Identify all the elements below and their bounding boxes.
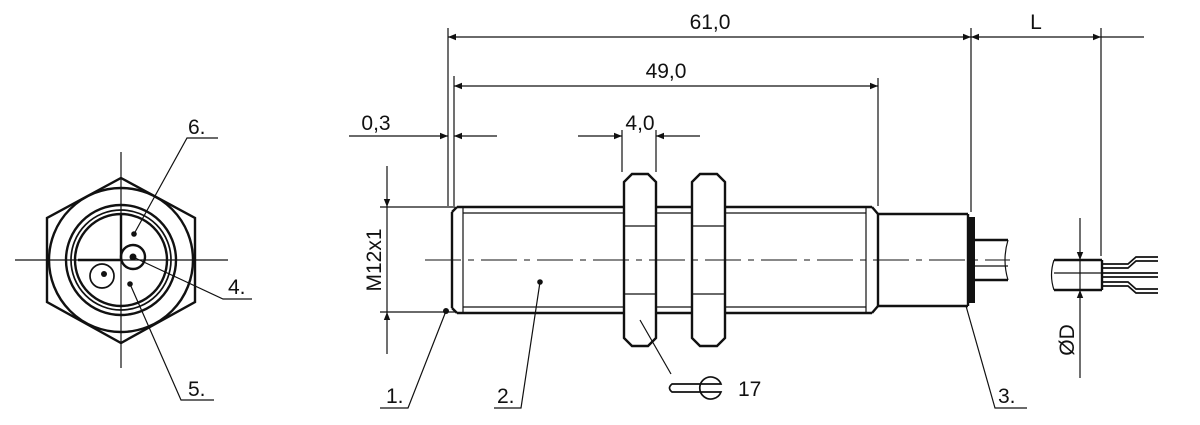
hex-nut-chamfer-circle [47, 186, 195, 334]
wrench-size-annotation: 17 [639, 319, 761, 401]
dimension-cable-diameter: ØD [1056, 218, 1084, 378]
leader-line-4 [132, 256, 252, 300]
led-indicator-secondary [89, 263, 115, 289]
leader-line-wrench [639, 319, 672, 375]
point-secondary-marker [101, 271, 107, 277]
wire-1 [1102, 256, 1158, 265]
callout-1: 1. [380, 310, 447, 409]
callout-1-label: 1. [386, 385, 404, 408]
dimension-overall-length: 61,0 [448, 11, 971, 41]
dimension-cable-length: L [971, 11, 1144, 41]
leader-line-5 [129, 283, 214, 401]
leader-line-1 [380, 310, 447, 409]
callout-6: 6. [133, 116, 218, 235]
dim-label-03: 0,3 [361, 112, 390, 135]
wire-3b [1102, 285, 1158, 294]
face-chamfer-bottom [451, 307, 458, 314]
led-indicator-main [119, 243, 147, 271]
wrench-icon [668, 376, 723, 400]
callout-2-label: 2. [497, 385, 515, 408]
dim-label-4: 4,0 [625, 112, 654, 135]
callout-3-label: 3. [998, 385, 1016, 408]
cable-gland [968, 217, 975, 303]
wrench-size-label: 17 [738, 378, 761, 401]
leader-line-3 [965, 305, 1027, 409]
dimension-thread-size: M12x1 [363, 166, 391, 354]
callout-4-label: 4. [228, 276, 246, 299]
callout-5: 5. [129, 283, 214, 401]
sensor-face-outer [64, 203, 178, 317]
callout-3: 3. [965, 305, 1027, 409]
nut-2-outline [690, 172, 727, 348]
face-chamfer-top [451, 206, 458, 213]
nut-1-outline [622, 172, 658, 348]
callout-2: 2. [494, 281, 541, 409]
dim-label-m12: M12x1 [363, 228, 386, 291]
dim-label-d: ØD [1056, 324, 1079, 356]
dim-label-49: 49,0 [646, 60, 687, 83]
dimension-flange-offset: 0,3 [349, 112, 497, 140]
dimension-thread-length: 49,0 [454, 60, 878, 90]
wire-1b [1102, 260, 1158, 269]
thread-end-chamfer-bottom [871, 305, 879, 314]
callout-5-label: 5. [188, 378, 206, 401]
cable-end-break [1050, 259, 1055, 291]
side-view [425, 172, 1010, 348]
cable-end [1050, 256, 1158, 294]
sensor-face-inner [70, 209, 172, 311]
callout-6-label: 6. [188, 116, 206, 139]
callout-4: 4. [132, 256, 252, 300]
dimension-nut-width: 4,0 [578, 112, 700, 140]
leader-line-6 [133, 137, 218, 235]
hex-nut-outline [45, 176, 197, 345]
thread-end-chamfer-top [871, 206, 879, 215]
dim-label-L: L [1030, 11, 1042, 34]
leader-line-2 [494, 281, 541, 409]
wire-3 [1102, 281, 1158, 290]
front-view [15, 152, 228, 368]
dim-label-61: 61,0 [690, 11, 731, 34]
